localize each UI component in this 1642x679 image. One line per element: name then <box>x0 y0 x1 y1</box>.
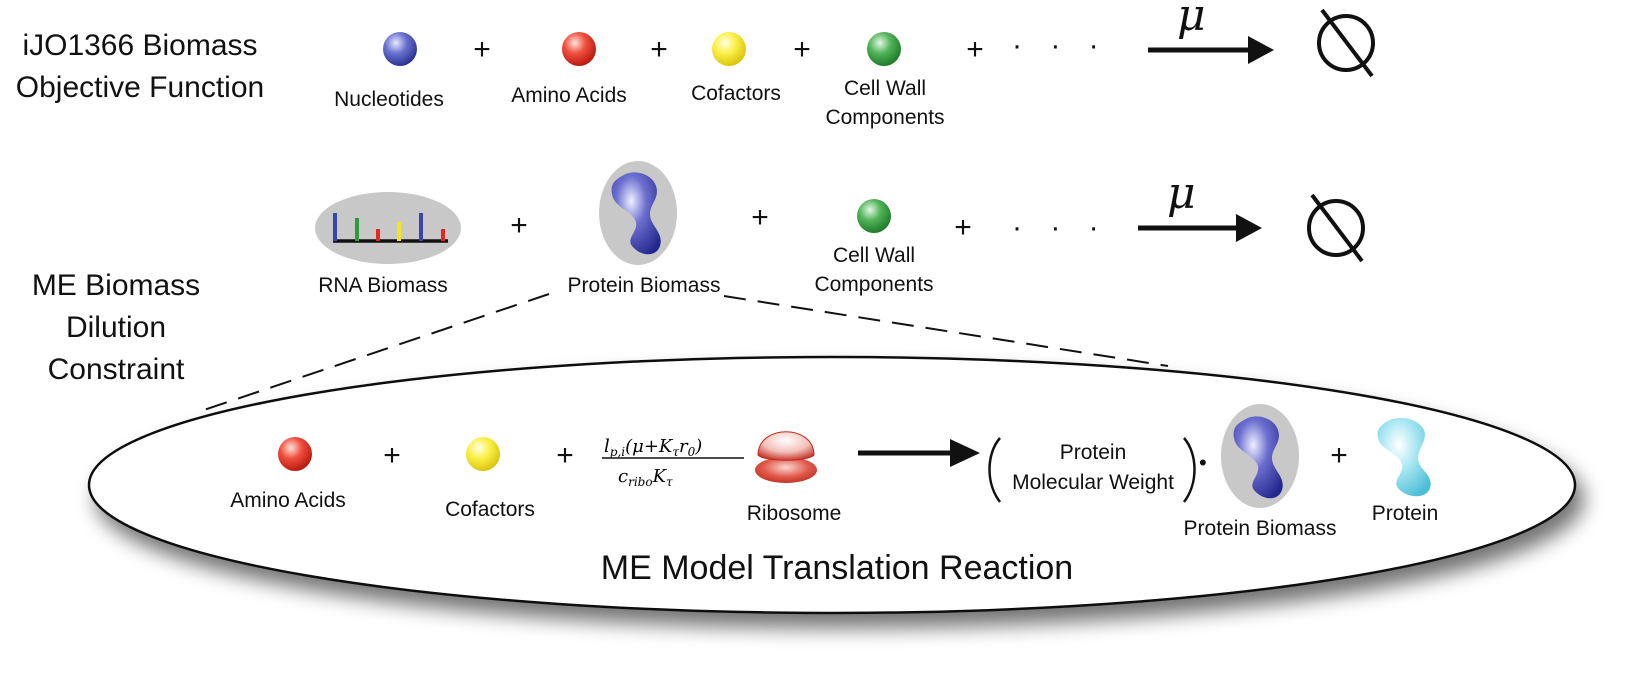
protein-biomass-icon-translation <box>1221 404 1299 508</box>
label-cell-wall-row2-line1: Cell Wall <box>832 244 916 267</box>
objective-title-line1: iJO1366 Biomass <box>22 29 258 62</box>
label-ribosome: Ribosome <box>746 502 842 525</box>
mw-line2: Molecular Weight <box>1012 471 1174 494</box>
plus-sign: + <box>793 33 811 66</box>
cofactor-sphere-translation <box>466 437 500 471</box>
dilution-title-line2: Dilution <box>65 311 167 344</box>
protein-biomass-icon <box>599 161 677 265</box>
growth-rate-mu: μ <box>1177 0 1206 41</box>
plus-sign: + <box>954 211 972 244</box>
growth-rate-mu-row2: μ <box>1167 168 1196 219</box>
plus-sign: + <box>966 33 984 66</box>
label-cell-wall-row2: Cell Wall Components <box>814 241 933 299</box>
amino-acid-sphere-translation <box>278 437 312 471</box>
label-cofactors: Cofactors <box>691 82 781 105</box>
label-cell-wall-line2: Components <box>825 106 945 129</box>
label-cell-wall-row2-line2: Components <box>814 273 934 296</box>
rna-biomass-icon <box>315 192 461 264</box>
molecular-weight-term: Protein Molecular Weight <box>1012 438 1174 498</box>
protein-icon <box>1377 417 1431 497</box>
plus-sign: + <box>650 33 668 66</box>
ellipsis: · · · <box>1012 211 1109 244</box>
plus-sign: + <box>473 33 491 66</box>
plus-sign: + <box>751 201 769 234</box>
label-protein-biomass: Protein Biomass <box>567 274 721 297</box>
dilution-title-line3: Constraint <box>47 353 185 386</box>
empty-set-icon <box>1317 8 1375 78</box>
amino-acid-sphere <box>562 32 596 66</box>
cell-wall-sphere-row2 <box>857 199 891 233</box>
dilution-title-line1: ME Biomass <box>31 269 201 302</box>
cell-wall-sphere <box>867 32 901 66</box>
paren-right <box>1182 437 1196 503</box>
arrowhead-row2 <box>1236 214 1262 242</box>
objective-title-line2: Objective Function <box>15 71 265 104</box>
mw-line1: Protein <box>1059 441 1127 464</box>
label-rna-biomass: RNA Biomass <box>318 274 448 297</box>
ellipsis: · · · <box>1012 29 1109 62</box>
plus-sign: + <box>510 209 528 242</box>
paren-left <box>988 437 1002 503</box>
translation-title: ME Model Translation Reaction <box>600 549 1074 587</box>
translation-ellipse <box>87 355 1577 615</box>
plus-sign: + <box>1330 439 1348 472</box>
multiply-dot: • <box>1199 450 1207 475</box>
empty-set-icon-row2 <box>1307 193 1365 263</box>
nucleotide-sphere <box>383 32 417 66</box>
zoom-dashed-line-right <box>723 295 1169 367</box>
label-nucleotides: Nucleotides <box>334 88 444 111</box>
label-cofactors-translation: Cofactors <box>445 498 535 521</box>
dilution-title: ME Biomass Dilution Constraint <box>10 265 222 391</box>
label-protein-biomass-translation: Protein Biomass <box>1183 517 1337 540</box>
label-cell-wall-line1: Cell Wall <box>843 77 927 100</box>
label-amino-acids-translation: Amino Acids <box>230 489 346 512</box>
label-protein: Protein <box>1371 502 1439 525</box>
plus-sign: + <box>383 439 401 472</box>
ribosome-icon <box>755 431 817 483</box>
cofactor-sphere <box>712 32 746 66</box>
label-amino-acids: Amino Acids <box>511 84 627 107</box>
zoom-dashed-line-left <box>197 293 550 413</box>
plus-sign: + <box>556 439 574 472</box>
arrowhead-row1 <box>1248 36 1274 64</box>
translation-arrowhead <box>950 439 980 467</box>
objective-title: iJO1366 Biomass Objective Function <box>0 25 282 109</box>
label-cell-wall: Cell Wall Components <box>825 74 944 132</box>
